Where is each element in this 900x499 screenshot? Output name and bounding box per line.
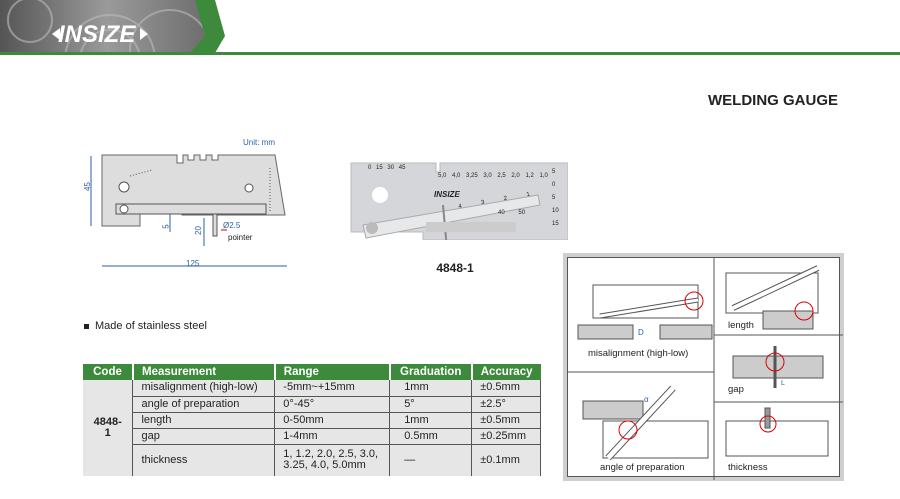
col-code: Code [83,364,134,380]
dim-diameter: Ø2.5 [223,221,241,230]
dim-offset: 5 [161,224,171,229]
cell-graduation: 1mm [389,412,473,429]
cell-measurement: gap [132,428,276,445]
pointer-label: pointer [228,233,253,242]
caption-gap: gap [728,384,744,395]
cell-code: 4848-1 [83,380,134,476]
table-row: gap 1-4mm 0.5mm ±0.25mm [83,428,541,445]
cell-graduation: 5° [389,396,473,413]
caption-length: length [728,320,754,331]
header-banner: INSIZE [0,0,900,55]
bullet-icon [84,323,89,329]
cell-accuracy: ±0.5mm [471,412,541,429]
cell-range: 1-4mm [274,428,391,445]
dim-width: 125 [186,259,200,268]
angle-symbol: α [644,395,649,404]
insize-logo: INSIZE [58,21,136,48]
product-code: 4848-1 [436,261,474,275]
photo-logo: INSIZE [434,190,460,199]
cell-accuracy: ±0.1mm [471,444,541,476]
feature-bullet: Made of stainless steel [84,320,207,332]
page-title: WELDING GAUGE [708,92,838,109]
thickness-scale: 5,0 4,0 3,25 3,0 2,5 2,0 1,2 1,0 [438,173,548,179]
length-scale: 40 50 [498,210,526,216]
cell-graduation: 1mm [389,380,473,397]
cell-measurement: angle of preparation [132,396,276,413]
dim-pointer-length: 20 [193,226,203,235]
misalignment-symbol: D [638,328,644,337]
cell-measurement: thickness [132,444,276,476]
cell-graduation: — [389,444,473,476]
feature-text: Made of stainless steel [95,320,207,332]
gap-symbol: L [781,380,785,387]
dim-height: 45 [82,182,92,191]
unit-label: Unit: mm [243,138,275,147]
col-measurement: Measurement [132,364,276,380]
cell-accuracy: ±2.5° [471,396,541,413]
table-header: Code Measurement Range Graduation Accura… [83,364,541,380]
cell-range: 0°-45° [274,396,391,413]
cell-range: -5mm~+15mm [274,380,391,397]
product-photo: 5,0 4,0 3,25 3,0 2,5 2,0 1,2 1,0 0 15 30… [348,160,568,240]
col-graduation: Graduation [389,364,473,380]
spec-table: Code Measurement Range Graduation Accura… [83,364,541,476]
angle-scale: 0 15 30 45 [368,165,406,171]
col-range: Range [274,364,391,380]
cell-measurement: misalignment (high-low) [132,380,276,397]
cell-range: 1, 1.2, 2.0, 2.5, 3.0, 3.25, 4.0, 5.0mm [274,444,391,476]
table-row: angle of preparation 0°-45° 5° ±2.5° [83,396,541,413]
technical-drawing [90,154,287,267]
table-row: 4848-1 misalignment (high-low) -5mm~+15m… [83,380,541,476]
cell-measurement: length [132,412,276,429]
table-row: length 0-50mm 1mm ±0.5mm [83,412,541,429]
usage-panel: D misalignment (high-low) length L gap α… [563,253,844,481]
cell-graduation: 0.5mm [389,428,473,445]
cell-accuracy: ±0.5mm [471,380,541,397]
caption-thickness: thickness [728,462,768,473]
col-accuracy: Accuracy [471,364,541,380]
cell-accuracy: ±0.25mm [471,428,541,445]
caption-misalignment: misalignment (high-low) [588,348,689,359]
usage-illustrations [568,258,843,480]
cell-range: 0-50mm [274,412,391,429]
table-row: thickness 1, 1.2, 2.0, 2.5, 3.0, 3.25, 4… [83,444,541,476]
caption-angle: angle of preparation [600,462,685,473]
